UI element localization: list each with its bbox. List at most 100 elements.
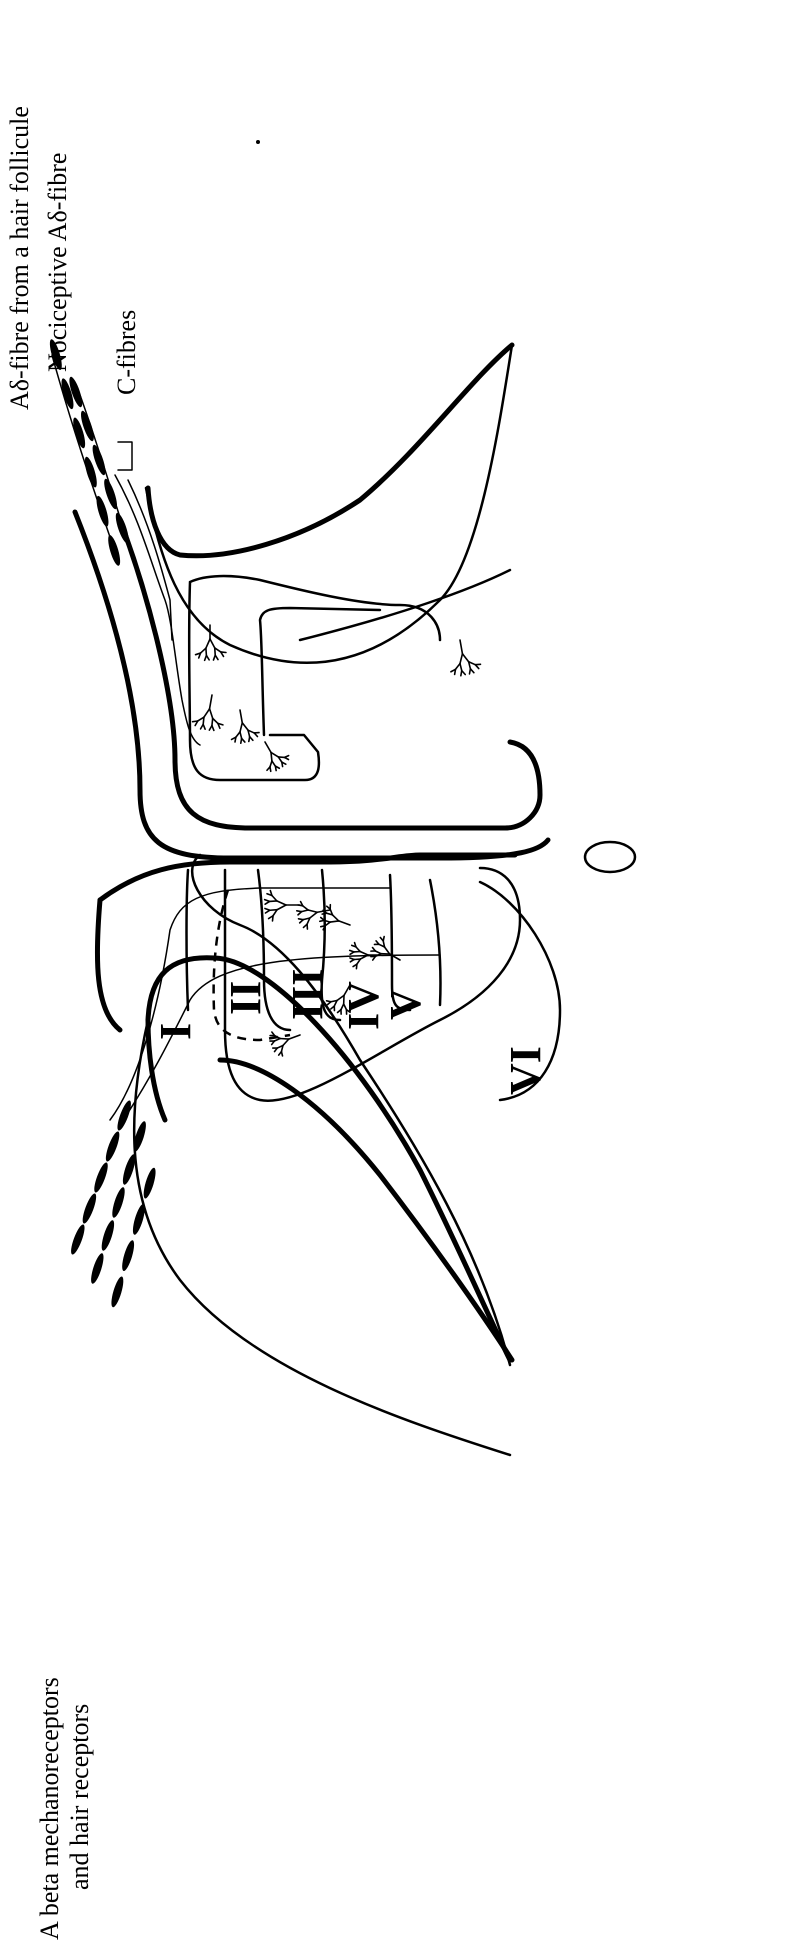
dendrite-branch [213,655,215,660]
dendrite-branch [460,640,462,654]
upper-horn-outer [75,512,548,858]
fibre-segment [106,534,123,567]
fibre-segment [80,1192,99,1225]
dendrite-branch [460,654,462,664]
dendrite-branch [265,908,270,910]
dendrite-branch [327,1001,331,1002]
fibre-segment [120,1153,137,1186]
dendrite-branch [240,710,242,723]
dendrite-branch [240,723,242,732]
dendrite-branch [210,709,213,719]
dendrite-branch [310,912,317,918]
dendrite-branch [283,1039,289,1045]
dendrite-branch [285,757,289,759]
dendrite-branch [265,900,270,902]
dendrite-branch [375,951,381,954]
dendrite-branch [210,639,215,648]
abeta-label-line1: A beta mechanoreceptors [35,1677,64,1940]
dendrite-branch [272,896,277,901]
fibre-segment [92,1161,111,1194]
abeta-label-line2: and hair receptors [65,1704,94,1890]
fibre-segment [103,1130,122,1163]
dendrite-branch [204,709,210,717]
dendrite-branch [277,905,286,910]
dendrite-branch [270,901,277,902]
dendrite-branch [210,695,212,709]
dendrite-branch [201,648,206,653]
lamina-label-VI: VI [501,1046,550,1095]
midline-boundary [100,855,515,900]
fibre-segment [113,512,131,545]
lamina-label-III: III [283,969,332,1020]
fibre-segment [94,495,111,528]
fibre-segment [115,1099,134,1132]
dendrite-branch [350,958,354,960]
dendrite-branch [209,726,212,731]
dendrite-branch [297,911,302,912]
dendrite-branch [271,752,272,761]
c-fibre-1 [115,475,200,745]
stray-dot [256,140,260,144]
dendrite-branch [303,906,308,910]
dendrite-branch [360,951,368,955]
lamina-label-II: II [221,981,270,1015]
adelta-nociceptive-label: Nociceptive Aδ-fibre [43,153,72,372]
dendrite-branch [460,664,462,671]
lower-horn-right-sweep [220,1060,512,1360]
dendrite-branch [205,655,207,660]
dendrite-branch [356,947,360,952]
lamina-I-boundary [187,870,189,1010]
dendrite-branch [462,654,468,662]
lower-horn-outer-right [97,900,120,1030]
dendrite-branch [308,910,317,912]
dendrite-branch [242,723,248,730]
dendrite-branch [249,737,250,742]
dendrite-branch [289,1035,300,1039]
dendrite-branch [265,742,271,752]
fibre-segment [110,1186,127,1219]
fibre-segment [68,1223,87,1256]
dendrite-branch [461,671,462,676]
dendrite-branch [383,937,384,941]
dendrite-branch [333,915,339,921]
fibre-segment [141,1167,158,1200]
c-fibres-label: C-fibres [112,310,141,395]
dendrite-branch [215,648,216,655]
lamina-VI-boundary [430,880,441,1005]
upper-horn-inner [120,520,540,828]
central-canal [585,842,635,872]
c-fibres-bracket [118,442,132,470]
dendrite-branch [456,664,460,670]
dendrite-branch [277,901,286,905]
upper-horn-lateral [146,345,512,663]
dendrite-branch [201,724,204,729]
dendrite-branch [385,947,390,954]
lower-fibre-segments [68,1099,158,1308]
dendrite-branch [193,721,198,722]
dendrite-branch [212,718,213,725]
dendrite-branch [339,921,350,925]
dendrite-branch [206,639,210,648]
dendrite-branch [280,1039,289,1040]
dendrite-branch [469,669,470,674]
dendrite-branch [321,926,325,927]
fibre-segment [130,1203,147,1236]
upper-horn-right-sweep [148,345,512,556]
fibre-segment [109,1275,126,1308]
dendrite-branch [270,910,277,911]
dendrite-branch [206,648,207,655]
dendrite-branch [299,919,304,920]
lamina-label-V: V [381,988,430,1020]
dendrite-branch [213,718,218,723]
dorsal-horn-compartment [189,576,440,780]
dendrite-branch [275,766,276,770]
dendrite-branch [236,732,240,737]
dendrite-branch [350,950,354,952]
dendrite-branch [267,767,270,770]
lamina-label-I: I [151,1023,200,1040]
dendrite-branch [282,762,283,766]
fibre-segment [89,1252,106,1285]
dendrite-branch [270,761,272,767]
fibre-segment [120,1239,137,1272]
dendrite-branch [241,738,242,743]
